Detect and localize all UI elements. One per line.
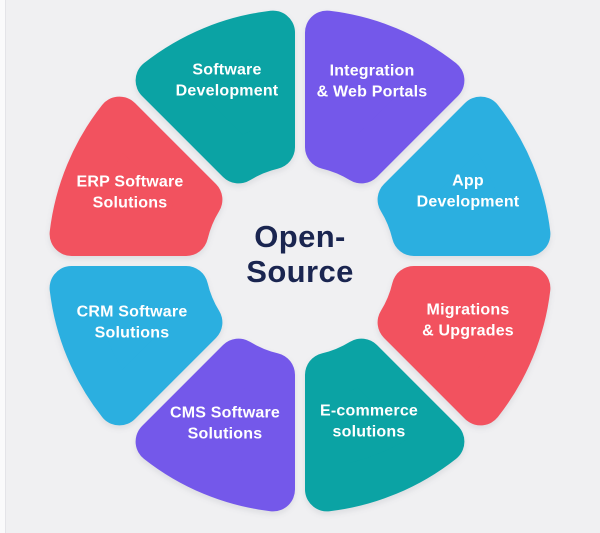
label-line: App: [452, 172, 484, 190]
segment-label-crm-software-solutions: CRM Software Solutions: [77, 303, 188, 344]
label-line: Solutions: [187, 425, 263, 442]
segment-label-cms-software-solutions: CMS Software Solutions: [170, 404, 280, 445]
segment-app-development: [377, 96, 551, 256]
segment-label-integration-web-portals: Integration & Web Portals: [317, 62, 428, 103]
segment-label-e-commerce-solutions: E-commerce solutions: [320, 402, 418, 443]
segment-integration-web-portals: [305, 10, 465, 184]
label-line: solutions: [332, 423, 406, 440]
label-line: CMS Software: [170, 404, 280, 422]
segment-label-software-development: Software Development: [176, 61, 279, 102]
label-line: Software: [192, 61, 262, 79]
segment-e-commerce-solutions: [305, 338, 465, 512]
label-line: Solutions: [94, 324, 170, 341]
label-line: & Web Portals: [316, 83, 428, 100]
segment-cms-software-solutions: [135, 338, 295, 512]
label-line: ERP Software: [76, 173, 184, 191]
label-line: CRM Software: [76, 303, 188, 321]
segment-label-migrations-upgrades: Migrations & Upgrades: [422, 301, 514, 342]
center-title-line1: Open-: [254, 219, 346, 254]
page-edge-line: [0, 0, 6, 533]
label-line: Solutions: [92, 194, 168, 211]
center-title: Open- Source: [246, 219, 354, 289]
label-line: & Upgrades: [422, 322, 514, 339]
center-title-line2: Source: [246, 254, 354, 289]
label-line: Development: [416, 193, 520, 210]
label-line: E-commerce: [319, 402, 419, 420]
segment-software-development: [135, 10, 295, 184]
label-line: Integration: [329, 62, 415, 80]
label-line: Migrations: [426, 301, 510, 319]
label-line: Development: [175, 82, 279, 99]
segment-migrations-upgrades: [377, 266, 551, 426]
segment-label-app-development: App Development: [417, 172, 520, 213]
segment-crm-software-solutions: [49, 266, 223, 426]
segment-label-erp-software-solutions: ERP Software Solutions: [76, 173, 183, 214]
segment-erp-software-solutions: [49, 96, 223, 256]
